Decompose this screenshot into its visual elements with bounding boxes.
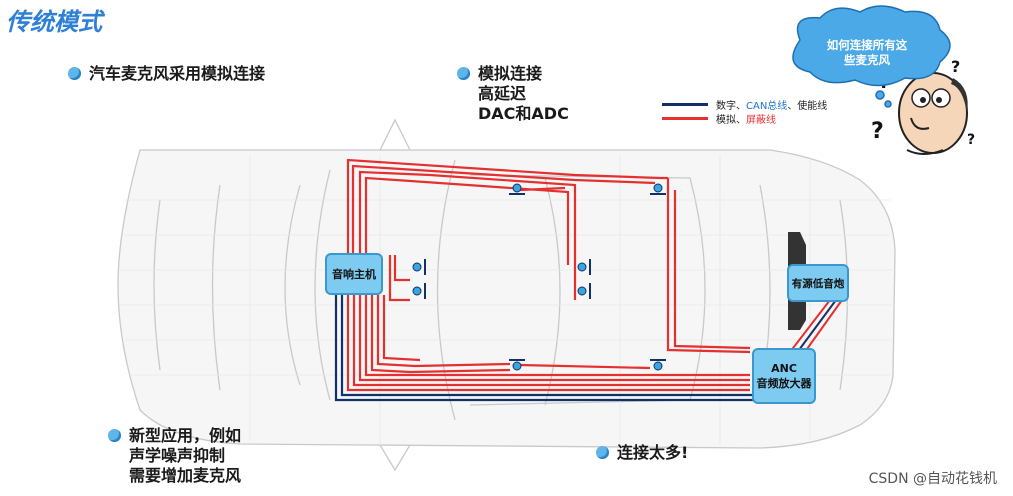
svg-text:?: ? [967, 132, 975, 148]
svg-text:?: ? [871, 119, 884, 144]
bullet-too-many-connections: 连接太多! [596, 443, 688, 463]
bullet-analog-mics: 汽车麦克风采用模拟连接 [68, 64, 265, 84]
bullet-new-applications: 新型应用，例如 声学噪声抑制 需要增加麦克风 [108, 426, 241, 486]
legend-swatch-digital [662, 102, 708, 106]
svg-text:?: ? [951, 57, 960, 76]
bullet-analog-latency: 模拟连接 高延迟 DAC和ADC [457, 64, 569, 124]
microphone-icon [412, 183, 666, 371]
head-unit-box: 音响主机 [325, 253, 383, 295]
confused-person-icon: ? ? ? ? [871, 57, 975, 155]
legend: 数字、CAN总线、使能线 模拟、屏蔽线 [662, 97, 827, 126]
legend-swatch-analog [662, 116, 708, 120]
bullet-icon [108, 429, 121, 442]
page-title: 传统模式 [6, 8, 102, 36]
bullet-icon [596, 446, 609, 459]
thought-bubble [792, 5, 951, 108]
legend-analog: 模拟、屏蔽线 [662, 111, 827, 126]
sub-to-anc-wires [789, 299, 843, 357]
analog-shielded-wires [346, 158, 751, 392]
thought-bubble-text: 如何连接所有这 些麦克风 [826, 38, 908, 67]
subwoofer-box: 有源低音炮 [787, 264, 849, 302]
bullet-icon [457, 67, 470, 80]
car-body-outline [117, 118, 896, 472]
anc-amplifier-box: ANC 音频放大器 [752, 348, 816, 404]
bullet-icon [68, 67, 81, 80]
legend-digital: 数字、CAN总线、使能线 [662, 97, 827, 112]
digital-can-lines [334, 295, 760, 402]
watermark: CSDN @自动花钱机 [868, 471, 997, 487]
